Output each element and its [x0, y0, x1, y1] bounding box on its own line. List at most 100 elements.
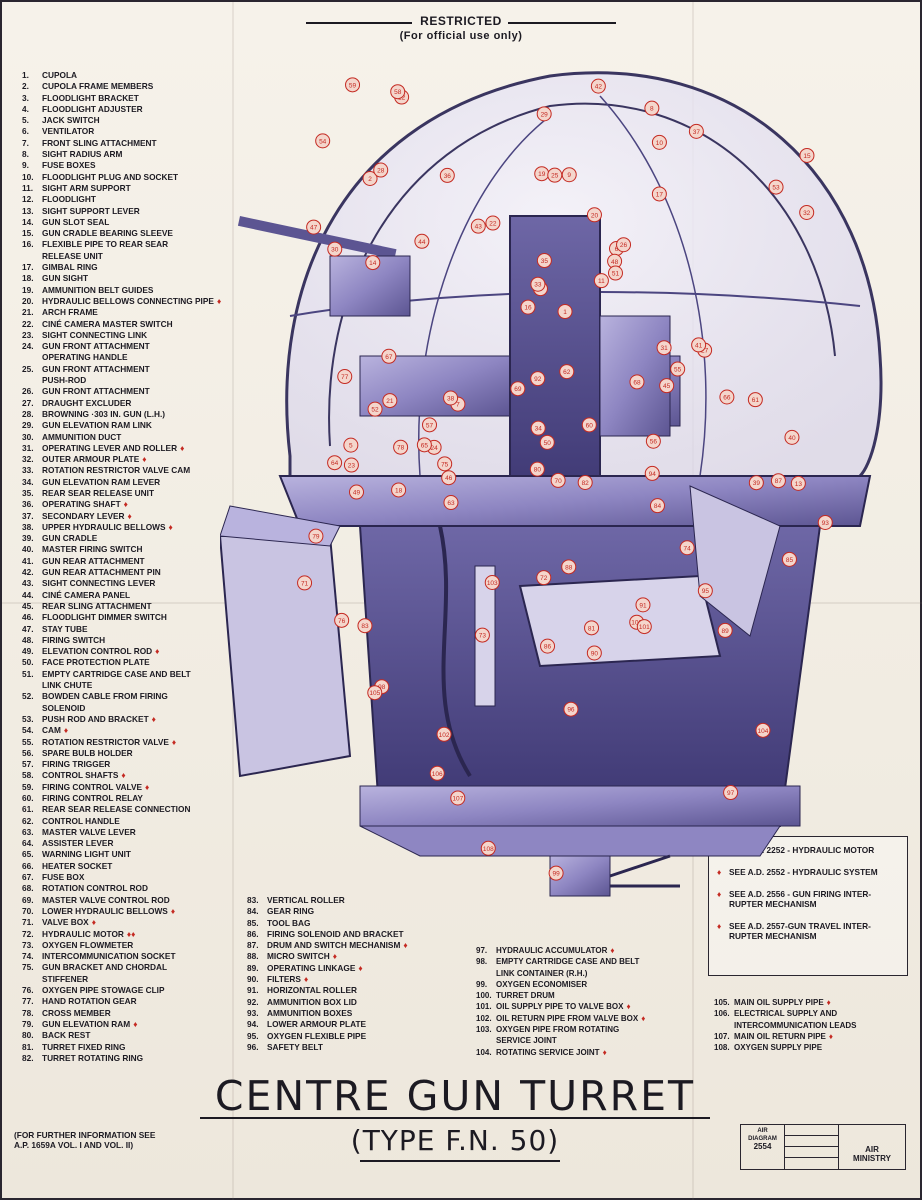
- callout-number: 59: [349, 82, 357, 89]
- callout-number: 19: [538, 171, 546, 178]
- callout-number: 75: [441, 461, 449, 468]
- legend-item-number: 9.: [22, 160, 29, 171]
- legend-item-label: GUN REAR ATTACHMENT PIN: [42, 567, 161, 578]
- callout-number: 45: [663, 383, 671, 390]
- legend-item-number: 51.: [22, 668, 34, 679]
- callout-number: 94: [649, 471, 657, 478]
- legend-item: 3.FLOODLIGHT BRACKET: [22, 93, 232, 104]
- callout-marker: 17: [651, 186, 667, 202]
- callout-marker: 34: [530, 420, 546, 436]
- legend-item-label: GUN FRONT ATTACHMENT OPERATING HANDLE: [42, 341, 150, 363]
- legend-item-label: TURRET DRUM: [496, 991, 555, 1001]
- callout-number: 98: [378, 684, 386, 691]
- legend-item: 10. FLOODLIGHT PLUG AND SOCKET: [22, 172, 232, 183]
- legend-item-number: 55.: [22, 736, 34, 747]
- callout-markers: 1235678910111213141516171819202122232425…: [297, 77, 833, 881]
- legend-item-number: 49.: [22, 646, 34, 657]
- legend-item-label: HYDRAULIC ACCUMULATOR: [496, 946, 608, 955]
- legend-item-label: ROTATING SERVICE JOINT: [496, 1047, 600, 1057]
- callout-marker: 99: [548, 865, 564, 881]
- legend-item: 98.EMPTY CARTRIDGE CASE AND BELT LINK CO…: [476, 956, 716, 979]
- callout-number: 20: [591, 212, 599, 219]
- legend-item-label: OIL SUPPLY PIPE TO VALVE BOX: [496, 1002, 624, 1012]
- legend-item-number: 68.: [22, 883, 34, 894]
- callout-number: 9: [567, 172, 571, 179]
- legend-item: 15.GUN CRADLE BEARING SLEEVE: [22, 228, 232, 239]
- legend-item-number: 93.: [247, 1007, 259, 1018]
- callout-marker: 58: [390, 84, 406, 100]
- legend-item: 96.SAFETY BELT: [247, 1042, 487, 1053]
- legend-item: 68.ROTATION CONTROL ROD: [22, 883, 232, 894]
- legend-item: 9.FUSE BOXES: [22, 160, 232, 171]
- callout-marker: 26: [616, 237, 632, 253]
- legend-item-number: 34.: [22, 476, 34, 487]
- callout-marker: 9: [561, 167, 577, 183]
- legend-item-label: FACE PROTECTION PLATE: [42, 657, 150, 668]
- callout-number: 23: [348, 463, 356, 470]
- callout-marker: 51: [607, 265, 623, 281]
- legend-item-label: ROTATION RESTRICTOR VALVE: [42, 736, 169, 747]
- callout-number: 16: [524, 305, 532, 312]
- legend-item: 87.DRUM AND SWITCH MECHANISM♦: [247, 940, 487, 951]
- legend-item: 69.MASTER VALVE CONTROL ROD: [22, 895, 232, 906]
- callout-marker: 15: [799, 147, 815, 163]
- legend-item: 54.CAM♦: [22, 725, 232, 736]
- legend-item-number: 84.: [247, 906, 259, 917]
- reference-marker-icon: ♦: [303, 974, 309, 985]
- reference-marker-icon: ♦: [133, 1018, 138, 1029]
- legend-item-number: 59.: [22, 781, 34, 792]
- callout-marker: 89: [717, 622, 733, 638]
- stamp-ministry: AIR MINISTRY: [839, 1125, 905, 1169]
- callout-number: 67: [385, 354, 393, 361]
- legend-item: 24.GUN FRONT ATTACHMENT OPERATING HANDLE: [22, 341, 232, 364]
- legend-item-label: ELECTRICAL SUPPLY AND INTERCOMMUNICATION…: [734, 1009, 857, 1030]
- legend-item-label: OXYGEN FLEXIBLE PIPE: [267, 1030, 367, 1041]
- callout-number: 52: [371, 407, 379, 414]
- legend-item-label: SECONDARY LEVER: [42, 510, 125, 521]
- legend-item: 79.GUN ELEVATION RAM♦: [22, 1019, 232, 1030]
- callout-number: 48: [611, 259, 619, 266]
- legend-item-label: GUN SLOT SEAL: [42, 216, 110, 227]
- reference-marker-icon: ♦: [168, 521, 173, 532]
- callout-number: 7: [456, 402, 460, 409]
- legend-item: 86.FIRING SOLENOID AND BRACKET: [247, 929, 487, 940]
- legend-item: 89.OPERATING LINKAGE♦: [247, 963, 487, 974]
- stamp-diagram-label: AIR DIAGRAM: [748, 1128, 777, 1142]
- legend-item-number: 30.: [22, 431, 34, 442]
- legend-item-label: FLOODLIGHT PLUG AND SOCKET: [42, 171, 179, 182]
- legend-item-number: 105.: [714, 998, 730, 1007]
- legend-item-number: 11.: [22, 182, 34, 193]
- legend-item: 27.DRAUGHT EXCLUDER: [22, 398, 232, 409]
- legend-item-label: GUN BRACKET AND CHORDAL STIFFENER: [42, 962, 168, 984]
- callout-number: 74: [684, 545, 692, 552]
- legend-item: 92.AMMUNITION BOX LID: [247, 997, 487, 1008]
- legend-item-label: LOWER HYDRAULIC BELLOWS: [42, 905, 168, 916]
- legend-item: 43.SIGHT CONNECTING LEVER: [22, 578, 232, 589]
- legend-item-number: 16.: [22, 239, 34, 250]
- callout-marker: 1: [557, 304, 573, 320]
- legend-item-number: 96.: [247, 1041, 259, 1052]
- callout-number: 63: [447, 500, 455, 507]
- legend-item-number: 67.: [22, 872, 34, 883]
- callout-marker: 31: [656, 340, 672, 356]
- callout-number: 18: [395, 487, 403, 494]
- legend-item: 99.OXYGEN ECONOMISER: [476, 979, 716, 990]
- legend-item-number: 53.: [22, 713, 34, 724]
- callout-marker: 33: [530, 276, 546, 292]
- legend-item-number: 33.: [22, 465, 34, 476]
- legend-item: 73.OXYGEN FLOWMETER: [22, 940, 232, 951]
- legend-item-label: FIRING SWITCH: [42, 634, 106, 645]
- legend-item-number: 10.: [22, 171, 34, 182]
- legend-item: 80.BACK REST: [22, 1030, 232, 1041]
- callout-marker: 53: [768, 179, 784, 195]
- legend-item: 106.ELECTRICAL SUPPLY AND INTERCOMMUNICA…: [714, 1008, 914, 1031]
- callout-marker: 11: [593, 273, 609, 289]
- legend-item: 51.EMPTY CARTRIDGE CASE AND BELT LINK CH…: [22, 669, 232, 692]
- reference-marker-icon: ♦: [403, 940, 408, 951]
- legend-item-label: UPPER HYDRAULIC BELLOWS: [42, 521, 166, 532]
- legend-item-number: 83.: [247, 895, 259, 905]
- callout-number: 2: [368, 176, 372, 183]
- legend-item: 29.GUN ELEVATION RAM LINK: [22, 420, 232, 431]
- callout-marker: 35: [536, 253, 552, 269]
- callout-number: 11: [598, 278, 605, 285]
